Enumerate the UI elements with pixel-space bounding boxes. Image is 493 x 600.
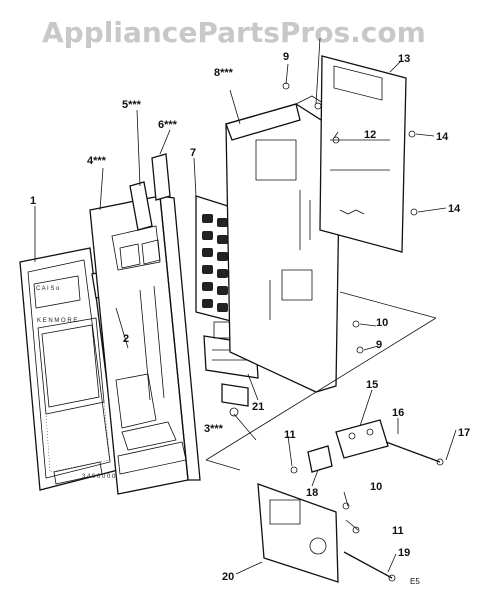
part-8-chassis [225,95,341,393]
assembly-boundary [205,291,437,471]
callout-4: 4*** [87,155,107,167]
callout-13: 13 [398,53,410,65]
keypad-key [202,231,213,240]
callout-7: 7 [190,147,196,159]
part-4-control-frame [89,195,201,495]
part-15-bracket [335,419,389,459]
callout-18: 18 [306,487,318,499]
callout-9b: 9 [376,339,382,351]
part-13-pcb [319,55,407,253]
part-20-plate [257,483,339,583]
keypad-key [202,248,213,257]
callout-3: 3*** [204,423,224,435]
keypad-key [217,269,228,278]
part-16-rod [385,441,444,466]
keypad-key [217,252,228,261]
callout-14b: 14 [448,203,461,215]
callout-20: 20 [222,571,234,583]
callout-8: 8*** [214,67,234,79]
part-18-latch [307,445,333,473]
keypad-key [217,303,228,312]
keypad-key [202,299,213,308]
callout-10b: 10 [370,481,382,493]
screws [282,82,418,534]
watermark-text: AppliancePartsPros.com [42,16,426,49]
callout-5: 5*** [122,99,142,111]
leader-lines [34,37,457,575]
panel-brand-text: C A I S o [36,286,60,292]
keypad-key [217,235,228,244]
callout-2: 2 [123,333,129,345]
keypad-key [217,286,228,295]
keypad-key [217,218,228,227]
part-19-screw [343,551,396,582]
callout-10a: 10 [376,317,388,329]
callout-labels: 1 2 3*** 4*** 5*** 6*** 7 8*** 9 9 10 10… [30,51,470,586]
callout-11b: 11 [392,525,404,537]
part-6-strip [151,153,171,201]
part-5-strip [129,181,153,231]
keypad-key [202,265,213,274]
callout-15: 15 [366,379,378,391]
callout-17: 17 [458,427,470,439]
keypad-key [202,282,213,291]
callout-19: 19 [398,547,410,559]
callout-9a: 9 [283,51,289,63]
callout-12: 12 [364,129,376,141]
keypad-key [202,214,213,223]
panel-model-text: K E N M O R E [37,318,77,324]
callout-21: 21 [252,401,264,413]
part-3-switch [221,383,249,417]
diagram-code: E5 [410,577,420,586]
panel-footer-text: 3 4 0 0 0 0 0 [82,474,116,480]
callout-14a: 14 [436,131,449,143]
callout-6: 6*** [158,119,178,131]
callout-1: 1 [30,195,36,207]
callout-11a: 11 [284,429,296,441]
callout-16: 16 [392,407,404,419]
